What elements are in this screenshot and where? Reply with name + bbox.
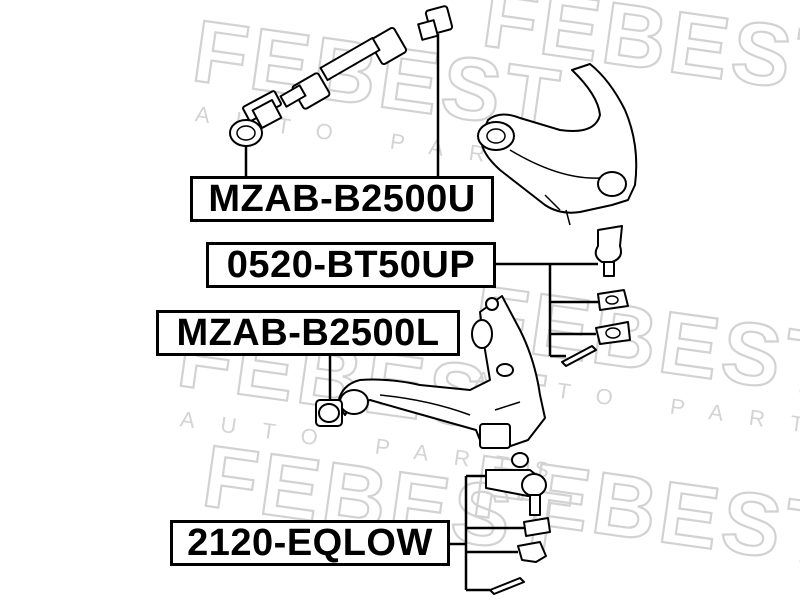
label-upper-bushing: MZAB-B2500U [190, 176, 494, 222]
watermark-group: FEBEST AUTO PARTS FEBEST FEBEST AUTO PAR… [171, 0, 800, 587]
upper-control-arm [477, 63, 638, 226]
upper-adjuster-rod [229, 5, 454, 147]
part-number-tie-rod-end: 2120-EQLOW [187, 521, 433, 564]
part-number-upper-bushing: MZAB-B2500U [208, 177, 476, 220]
leader-lines [244, 34, 598, 592]
part-number-ball-joint: 0520-BT50UP [226, 243, 476, 286]
tie-rod-end [485, 452, 551, 595]
part-number-lower-bushing: MZAB-B2500L [176, 311, 440, 354]
lower-control-arm [337, 295, 546, 449]
label-ball-joint: 0520-BT50UP [206, 242, 496, 288]
lower-bushing [315, 399, 343, 427]
label-tie-rod-end: 2120-EQLOW [170, 520, 450, 566]
ball-joint-assembly [561, 225, 631, 367]
label-lower-bushing: MZAB-B2500L [156, 310, 460, 356]
